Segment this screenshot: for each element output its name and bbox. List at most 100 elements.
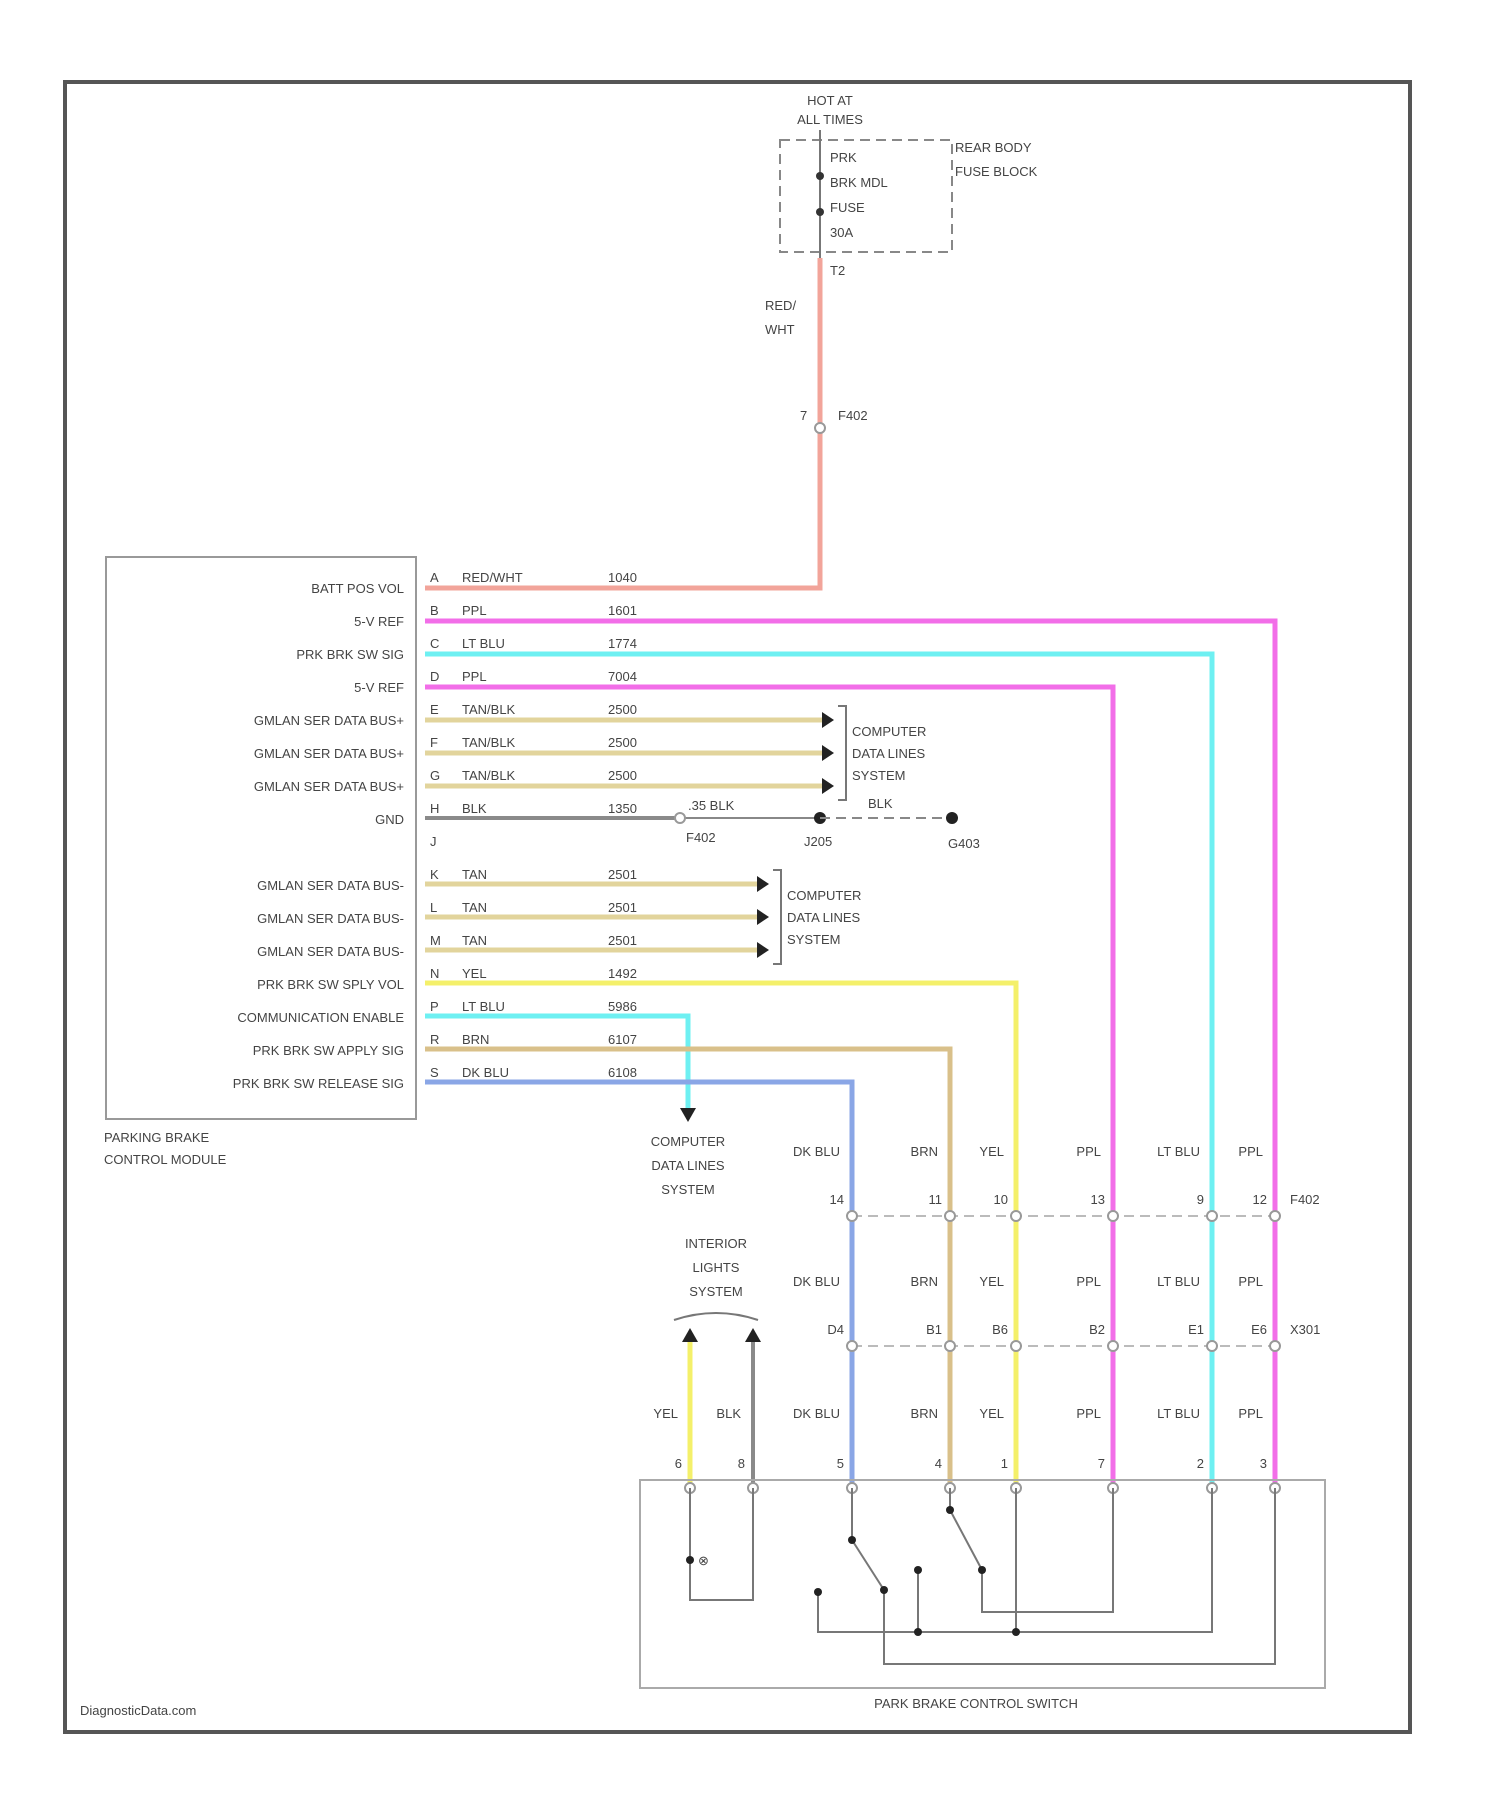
module-name-2: CONTROL MODULE xyxy=(104,1152,227,1167)
arrow-connector-icon xyxy=(822,745,834,761)
module-pin-label: 5-V REF xyxy=(354,680,404,695)
switch-contact-icon xyxy=(978,1566,986,1574)
module-pin-wire-color: PPL xyxy=(462,669,487,684)
hot-label-1: HOT AT xyxy=(807,93,853,108)
switch-contact-icon xyxy=(852,1540,884,1590)
module-pin-wire-color: TAN xyxy=(462,933,487,948)
switch-pin-label: 6 xyxy=(675,1456,682,1471)
switch-wire-label: YEL xyxy=(653,1406,678,1421)
module-pin-wire-color: TAN/BLK xyxy=(462,735,516,750)
connector_f402-pin-label: 14 xyxy=(830,1192,844,1207)
fuse-block: HOT AT ALL TIMES PRK BRK MDL FUSE 30A RE… xyxy=(765,93,1038,337)
connector_f402-pin-label: 10 xyxy=(994,1192,1008,1207)
wire-ppl-d xyxy=(425,687,1113,1488)
arrow-connector-icon xyxy=(757,909,769,925)
module-pin-label: PRK BRK SW SIG xyxy=(296,647,404,662)
data-lines-3-b: DATA LINES xyxy=(651,1158,725,1173)
connector_f402-pin-label: 9 xyxy=(1197,1192,1204,1207)
fuse-label-4: 30A xyxy=(830,225,853,240)
connector_f402-pin-terminal xyxy=(1270,1211,1280,1221)
fuse-label-3: FUSE xyxy=(830,200,865,215)
connector_x301-pin-label: B6 xyxy=(992,1322,1008,1337)
module-pin-label: GMLAN SER DATA BUS+ xyxy=(254,713,404,728)
module-pin-letter: B xyxy=(430,603,439,618)
junction-dot xyxy=(914,1628,922,1636)
ground-splice-label: J205 xyxy=(804,834,832,849)
connector_x301-wire-label: PPL xyxy=(1238,1274,1263,1289)
module-pin-circuit: 2501 xyxy=(608,867,637,882)
connector_x301-pin-label: B2 xyxy=(1089,1322,1105,1337)
interior-lights-2: LIGHTS xyxy=(693,1260,740,1275)
module-pin-label: GMLAN SER DATA BUS+ xyxy=(254,746,404,761)
connector_f402-pin-terminal xyxy=(945,1211,955,1221)
data-lines-1-b: DATA LINES xyxy=(852,746,926,761)
module-name-1: PARKING BRAKE xyxy=(104,1130,210,1145)
switch-pin-label: 7 xyxy=(1098,1456,1105,1471)
module-pin-circuit: 2500 xyxy=(608,702,637,717)
connector_x301-wire-label: PPL xyxy=(1076,1274,1101,1289)
switch-name: PARK BRAKE CONTROL SWITCH xyxy=(874,1696,1078,1711)
connector_f402-pin-terminal xyxy=(1207,1211,1217,1221)
data-lines-2-a: COMPUTER xyxy=(787,888,861,903)
module-pin-letter: P xyxy=(430,999,439,1014)
connector_f402-wire-label: PPL xyxy=(1238,1144,1263,1159)
module-pin-circuit: 5986 xyxy=(608,999,637,1014)
bulb-circuit xyxy=(690,1488,753,1600)
arrow-connector-icon xyxy=(757,942,769,958)
module-pin-wire-color: TAN/BLK xyxy=(462,702,516,717)
module-pin-wire-color: PPL xyxy=(462,603,487,618)
fuse-block-outline xyxy=(780,140,952,252)
module-pin-label: PRK BRK SW APPLY SIG xyxy=(253,1043,404,1058)
switch-wire-label: LT BLU xyxy=(1157,1406,1200,1421)
switch-pin-label: 5 xyxy=(837,1456,844,1471)
switch-contact-icon xyxy=(914,1566,922,1574)
data-lines-bracket-1 xyxy=(838,706,846,800)
fuse-terminal-bottom xyxy=(816,208,824,216)
module-pin-letter: E xyxy=(430,702,439,717)
module-pin-circuit: 6107 xyxy=(608,1032,637,1047)
connector_x301-wire-label: BRN xyxy=(911,1274,938,1289)
module-pin-letter: G xyxy=(430,768,440,783)
switch-path-2 xyxy=(982,1488,1113,1612)
connector_x301-pin-terminal xyxy=(1011,1341,1021,1351)
switch-pin-label: 3 xyxy=(1260,1456,1267,1471)
module-pin-label: PRK BRK SW SPLY VOL xyxy=(257,977,404,992)
switch-wire-label: PPL xyxy=(1076,1406,1101,1421)
module-pin-wire-color: LT BLU xyxy=(462,999,505,1014)
arrow-connector-icon xyxy=(822,778,834,794)
connector_x301-pin-label: E6 xyxy=(1251,1322,1267,1337)
module-pin-letter: R xyxy=(430,1032,439,1047)
module-pin-circuit: 2500 xyxy=(608,768,637,783)
connector_f402-pin-label: 11 xyxy=(929,1192,943,1207)
connector_x301-pin-terminal xyxy=(1108,1341,1118,1351)
connector_x301-wire-label: YEL xyxy=(979,1274,1004,1289)
connector_f402-pin-label: 12 xyxy=(1253,1192,1267,1207)
watermark: DiagnosticData.com xyxy=(80,1703,196,1718)
connector_x301-wire-label: LT BLU xyxy=(1157,1274,1200,1289)
data-lines-2-c: SYSTEM xyxy=(787,932,840,947)
connector_x301-pin-label: B1 xyxy=(926,1322,942,1337)
connector_x301-pin-label: D4 xyxy=(827,1322,844,1337)
inline-connector-name: F402 xyxy=(838,408,868,423)
module-pin-wire-color: TAN xyxy=(462,900,487,915)
module-pin-label: 5-V REF xyxy=(354,614,404,629)
switch-wire-label: BLK xyxy=(716,1406,741,1421)
wire-dk-blu-s xyxy=(425,1082,852,1488)
connector-f402: DK BLU14BRN11YEL10PPL13LT BLU9PPL12 xyxy=(793,1144,1280,1221)
module-pin-letter: C xyxy=(430,636,439,651)
ground-label: G403 xyxy=(948,836,980,851)
connector_f402-pin-terminal xyxy=(1108,1211,1118,1221)
data-lines-1-c: SYSTEM xyxy=(852,768,905,783)
module-pin-label: BATT POS VOL xyxy=(311,581,404,596)
switch-contact-icon xyxy=(814,1588,822,1596)
wire-red-wht xyxy=(425,258,820,588)
module-pin-circuit: 1774 xyxy=(608,636,637,651)
module-pin-wire-color: BRN xyxy=(462,1032,489,1047)
fuse-wire-label-2: WHT xyxy=(765,322,795,337)
connector_x301-wire-label: DK BLU xyxy=(793,1274,840,1289)
module-pin-letter: N xyxy=(430,966,439,981)
connector_f402-wire-label: YEL xyxy=(979,1144,1004,1159)
module-pin-letter: H xyxy=(430,801,439,816)
module-pin-wire-color: TAN xyxy=(462,867,487,882)
